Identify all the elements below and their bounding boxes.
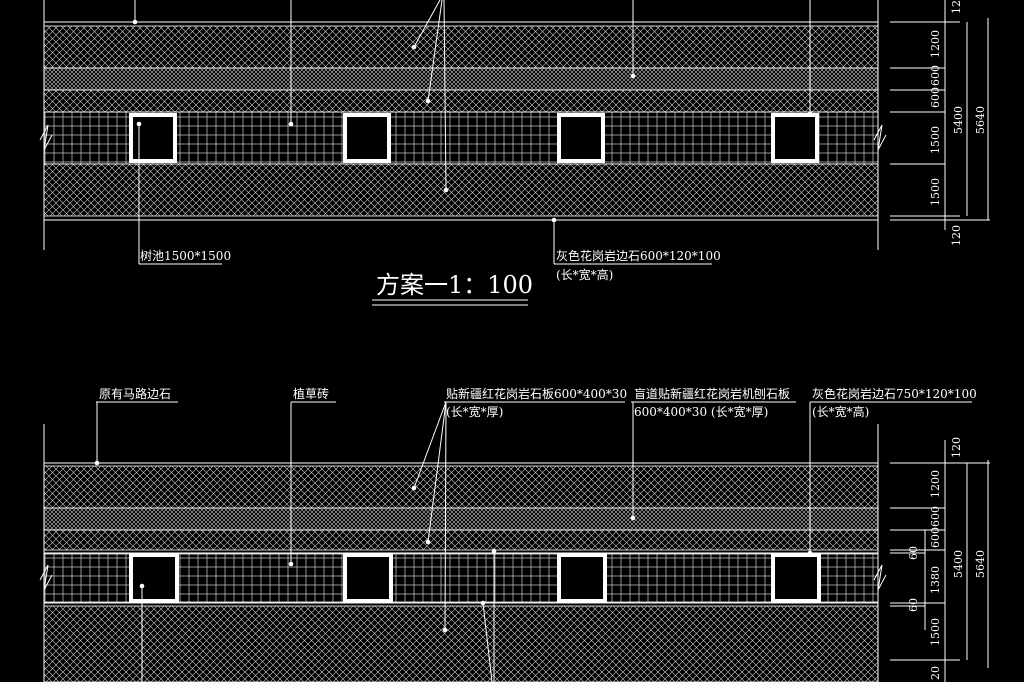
plan-b-dimensions: 120 1200 600 600 60 1380 60 1500 20 5400… xyxy=(890,437,990,682)
plan-a-dim-5: 1500 xyxy=(929,126,942,154)
plan-b-paving-band-2 xyxy=(43,529,879,551)
plan-b-dim-3: 600 xyxy=(929,506,942,527)
plan-b-granite-paving-sublabel: (长*宽*厚) xyxy=(446,404,503,419)
plan-b-tree-pits xyxy=(129,553,821,603)
plan-title: 方案一1：100 xyxy=(376,271,533,299)
plan-a-dim-7: 120 xyxy=(950,225,963,246)
plan-b-curb-stone-sublabel: (长*宽*高) xyxy=(812,404,869,419)
plan-a-dim-1: 120 xyxy=(950,0,963,14)
plan-a-dim-6: 1500 xyxy=(929,178,942,206)
plan-a-grass-brick-band xyxy=(43,111,879,165)
plan-b-blind-path-band xyxy=(43,507,879,531)
plan-b-dim-7: 60 xyxy=(907,598,920,612)
plan-b-paving-band-3 xyxy=(43,605,879,682)
plan-a-paving-band-1 xyxy=(43,25,879,69)
plan-b-dim-total-2: 5640 xyxy=(974,550,987,578)
plan-b-dim-1: 120 xyxy=(950,437,963,458)
plan-b-dim-4: 600 xyxy=(929,527,942,548)
plan-a-dim-3: 600 xyxy=(929,65,942,86)
plan-a-curb-stone-sublabel: (长*宽*高) xyxy=(556,267,613,282)
plan-b: 原有马路边石 植草砖 贴新疆红花岗岩石板600*400*30 (长*宽*厚) 盲… xyxy=(39,386,990,682)
plan-b-granite-paving-label: 贴新疆红花岗岩石板600*400*30 xyxy=(446,386,627,401)
plan-b-dim-9: 20 xyxy=(929,666,942,680)
plan-b-dim-6: 1380 xyxy=(929,566,942,594)
plan-b-blind-path-label: 盲道贴新疆红花岗岩机刨石板 xyxy=(634,386,790,401)
plan-a-curb-stone-label: 灰色花岗岩边石600*120*100 xyxy=(556,248,721,263)
plan-a-paving-band-3 xyxy=(43,163,879,217)
plan-b-grass-brick-label: 植草砖 xyxy=(293,386,329,401)
plan-b-blind-path-sublabel: 600*400*30 (长*宽*厚) xyxy=(634,404,768,419)
plan-a-paving-band-2 xyxy=(43,89,879,113)
plan-b-dim-2: 1200 xyxy=(929,470,942,498)
plan-b-grass-brick-band xyxy=(43,553,879,603)
plan-title-block: 方案一1：100 xyxy=(372,271,533,306)
plan-b-paving-band-1 xyxy=(43,465,879,509)
plan-b-dim-8: 1500 xyxy=(929,618,942,646)
plan-a: 树池1500*1500 灰色花岗岩边石600*120*100 (长*宽*高) 1… xyxy=(39,0,990,282)
plan-a-tree-pit-label: 树池1500*1500 xyxy=(140,248,231,263)
plan-a-dimensions: 120 1200 600 600 1500 1500 120 5400 5640 xyxy=(890,0,990,246)
plan-a-tree-pits xyxy=(129,113,819,163)
plan-b-existing-curb-label: 原有马路边石 xyxy=(99,386,171,401)
plan-a-dim-4: 600 xyxy=(929,87,942,108)
plan-b-dim-5: 60 xyxy=(907,546,920,560)
plan-a-blind-path-band xyxy=(43,67,879,91)
plan-b-curb-stone-label: 灰色花岗岩边石750*120*100 xyxy=(812,386,977,401)
plan-b-dim-total-1: 5400 xyxy=(952,550,965,578)
plan-a-dim-total-2: 5640 xyxy=(974,106,987,134)
plan-a-dim-total-1: 5400 xyxy=(952,106,965,134)
plan-a-dim-2: 1200 xyxy=(929,30,942,58)
